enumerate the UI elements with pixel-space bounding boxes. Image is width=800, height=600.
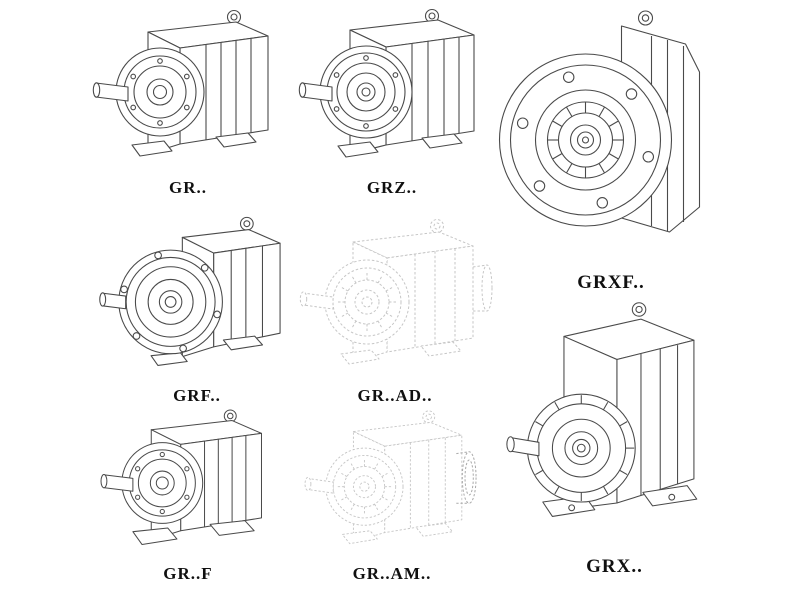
gr-gearbox-drawing bbox=[92, 9, 269, 157]
grxf-gearbox-drawing bbox=[498, 10, 701, 233]
product-label-grf: GRF.. bbox=[173, 386, 221, 405]
product-grxf: GRXF.. bbox=[492, 2, 730, 294]
product-label-grxf: GRXF.. bbox=[577, 272, 645, 293]
gr-ad-gearbox-ghost-drawing bbox=[299, 219, 493, 365]
product-gr-am: GR..AM.. bbox=[292, 404, 492, 584]
product-label-gr-f: GR..F bbox=[163, 564, 213, 583]
product-grf: GRF.. bbox=[92, 212, 302, 406]
product-label-grz: GRZ.. bbox=[366, 178, 418, 197]
product-label-gr-am: GR..AM.. bbox=[352, 564, 432, 583]
gr-am-gearbox-ghost-drawing bbox=[304, 410, 477, 545]
product-label-gr: GR.. bbox=[169, 178, 207, 197]
product-grx: GRX.. bbox=[492, 296, 737, 578]
product-gr-f: GR..F bbox=[88, 404, 288, 584]
product-gr: GR.. bbox=[88, 4, 288, 198]
gr-f-gearbox-drawing bbox=[100, 409, 262, 546]
grx-gearbox-drawing bbox=[506, 302, 698, 517]
product-grz: GRZ.. bbox=[292, 4, 492, 198]
grf-gearbox-drawing bbox=[99, 216, 281, 366]
grz-gearbox-drawing bbox=[298, 8, 475, 158]
product-label-grx: GRX.. bbox=[586, 556, 643, 577]
product-gr-ad: GR..AD.. bbox=[295, 212, 495, 406]
product-label-gr-ad: GR..AD.. bbox=[357, 386, 433, 405]
